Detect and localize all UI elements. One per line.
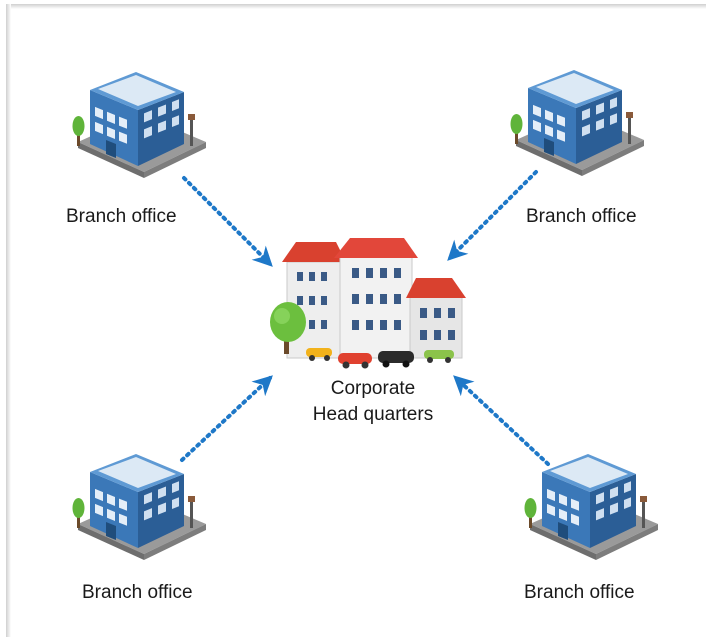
arrow-bottom-left-to-hq [180,375,273,462]
frame-shadow-top [6,4,706,9]
arrow-top-right-to-hq [447,170,538,261]
branch-building-bottom-left [72,454,206,560]
branch-building-top-right [510,70,644,176]
car-red [338,353,372,369]
frame-shadow-left [6,4,11,637]
branch-office-label-top-left: Branch office [66,206,177,227]
car-green [424,350,454,363]
arrow-top-left-to-hq [182,176,273,267]
branch-office-label-bottom-right: Branch office [524,582,635,603]
headquarters-label-line1: Corporate [330,378,416,399]
branch-building-top-left [72,72,206,178]
branch-office-label-top-right: Branch office [526,206,637,227]
branch-building-bottom-right [524,454,658,560]
arrow-bottom-right-to-hq [453,375,550,466]
car-black [378,351,414,368]
branch-office-label-bottom-left: Branch office [82,582,193,603]
car-yellow [306,348,332,361]
headquarters-label-line2: Head quarters [312,404,434,425]
headquarters-building [270,238,466,369]
